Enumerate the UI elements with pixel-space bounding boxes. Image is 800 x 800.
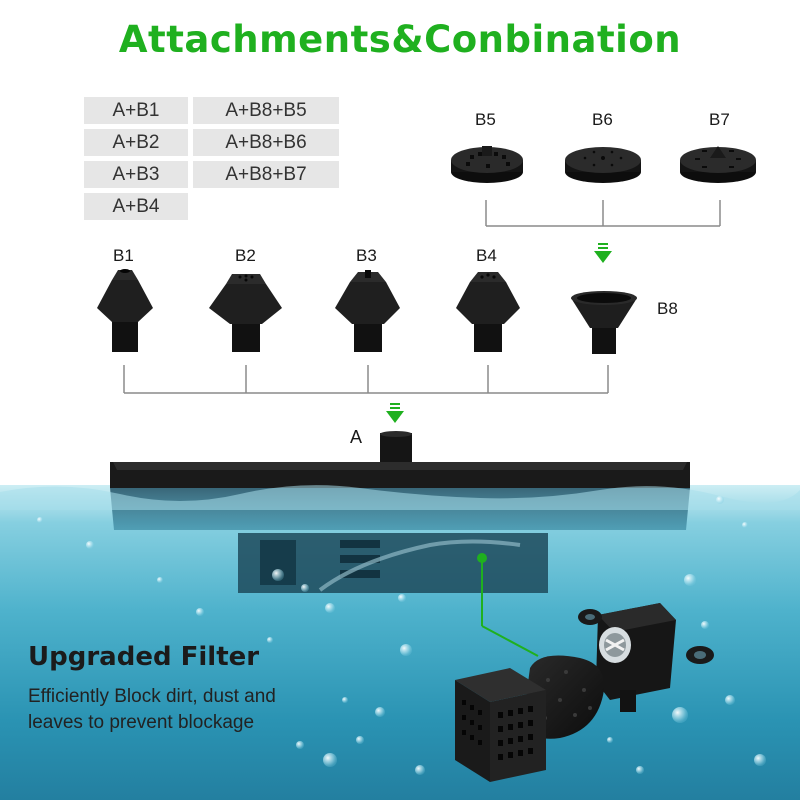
label-b7: B7: [709, 110, 730, 129]
label-b2: B2: [235, 246, 256, 265]
water-surface: [0, 485, 800, 510]
pump: [578, 603, 714, 712]
arrow-down-icon: [594, 243, 612, 263]
bubbles: [37, 496, 766, 775]
combo-a-b4: A+B4: [84, 193, 188, 220]
filter-cage: [455, 668, 546, 782]
combo-a-b2: A+B2: [84, 129, 188, 156]
arrow-down-icon: [386, 403, 404, 423]
filter-description-line1: Efficiently Block dirt, dust and: [28, 686, 276, 707]
combo-a-b8-b7: A+B8+B7: [193, 161, 339, 188]
nozzle-b5-disk: [451, 146, 523, 183]
connector-top: [485, 200, 721, 227]
callout-line: [477, 553, 539, 657]
label-b4: B4: [476, 246, 497, 265]
combo-a-b8-b5: A+B8+B5: [193, 97, 339, 124]
fountain-panel: [110, 431, 690, 593]
combo-a-b3: A+B3: [84, 161, 188, 188]
nozzle-b1: [97, 269, 153, 352]
combo-a-b8-b6: A+B8+B6: [193, 129, 339, 156]
nozzle-b2: [209, 274, 282, 352]
nozzle-b7-disk: [680, 146, 756, 183]
nozzle-b4: [456, 272, 520, 352]
label-b5: B5: [475, 110, 496, 129]
adapter-b8: [571, 291, 637, 354]
page-title: Attachments&Conbination: [118, 18, 682, 61]
label-b6: B6: [592, 110, 613, 129]
label-b8: B8: [657, 299, 678, 318]
connector-bottom: [123, 365, 609, 394]
nozzle-b3: [335, 270, 400, 352]
filter-title: Upgraded Filter: [28, 642, 260, 672]
combo-a-b1: A+B1: [84, 97, 188, 124]
label-b1: B1: [113, 246, 134, 265]
label-b3: B3: [356, 246, 377, 265]
nozzle-b6-disk: [565, 147, 641, 183]
label-a: A: [350, 427, 363, 447]
filter-description-line2: leaves to prevent blockage: [28, 712, 255, 733]
